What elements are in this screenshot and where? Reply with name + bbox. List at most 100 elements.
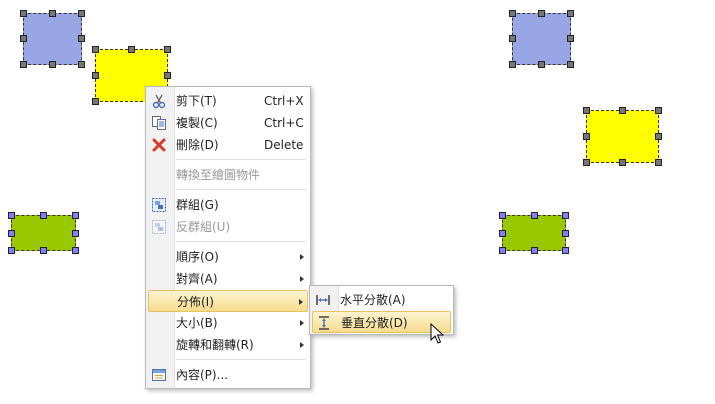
menu-item-label: 分佈(I) <box>177 295 214 309</box>
green-rectangle-left[interactable] <box>11 215 76 251</box>
menu-item-label: 複製(C) <box>176 116 218 130</box>
menu-item-shortcut: Ctrl+C <box>264 116 304 130</box>
menu-separator <box>176 159 306 160</box>
selection-handle[interactable] <box>92 46 99 53</box>
selection-handle[interactable] <box>655 107 662 114</box>
selection-handle[interactable] <box>92 72 99 79</box>
selection-handle[interactable] <box>72 230 79 237</box>
selection-handle[interactable] <box>20 61 27 68</box>
selection-handle[interactable] <box>538 61 545 68</box>
selection-handle[interactable] <box>49 10 56 17</box>
selection-handle[interactable] <box>509 10 516 17</box>
menu-item-label: 對齊(A) <box>176 272 218 286</box>
menu-item-label: 轉換至繪圖物件 <box>176 168 261 182</box>
menu-item-distribute-horizontal[interactable]: 水平分散(A) <box>312 289 451 311</box>
selection-handle[interactable] <box>8 212 15 219</box>
menu-item-label: 內容(P)... <box>176 368 229 382</box>
menu-item-size[interactable]: 大小(B) <box>148 312 308 334</box>
blue-rectangle-right[interactable] <box>512 13 571 65</box>
properties-icon <box>152 369 166 381</box>
menu-item-delete[interactable]: 刪除(D) Delete <box>148 134 308 156</box>
menu-item-label: 反群組(U) <box>176 220 231 234</box>
menu-item-shortcut: Ctrl+X <box>264 94 304 108</box>
selection-handle[interactable] <box>72 247 79 254</box>
menu-item-label: 刪除(D) <box>176 138 219 152</box>
yellow-rectangle-right[interactable] <box>586 110 659 163</box>
selection-handle[interactable] <box>655 133 662 140</box>
menu-item-label: 剪下(T) <box>176 94 217 108</box>
selection-handle[interactable] <box>583 107 590 114</box>
selection-handle[interactable] <box>567 61 574 68</box>
ungroup-icon <box>152 220 166 234</box>
menu-separator <box>176 359 306 360</box>
selection-handle[interactable] <box>20 35 27 42</box>
selection-handle[interactable] <box>567 35 574 42</box>
selection-handle[interactable] <box>78 35 85 42</box>
menu-item-label: 大小(B) <box>176 316 218 330</box>
menu-item-distribute-vertical[interactable]: 垂直分散(D) <box>312 311 451 333</box>
selection-handle[interactable] <box>531 212 538 219</box>
selection-handle[interactable] <box>8 230 15 237</box>
selection-handle[interactable] <box>92 98 99 105</box>
selection-handle[interactable] <box>567 10 574 17</box>
distribute-vertical-icon <box>319 316 329 330</box>
selection-handle[interactable] <box>562 247 569 254</box>
menu-item-convert-to-drawing[interactable]: 轉換至繪圖物件 <box>148 164 308 186</box>
green-rectangle-right[interactable] <box>502 215 566 251</box>
submenu-arrow-icon <box>300 320 304 326</box>
selection-handle[interactable] <box>562 230 569 237</box>
menu-item-ungroup[interactable]: 反群組(U) <box>148 216 308 238</box>
menu-item-rotate-flip[interactable]: 旋轉和翻轉(R) <box>148 334 308 356</box>
distribute-horizontal-icon <box>316 295 330 305</box>
menu-item-label: 旋轉和翻轉(R) <box>176 338 254 352</box>
selection-handle[interactable] <box>619 159 626 166</box>
selection-handle[interactable] <box>499 230 506 237</box>
distribute-submenu: 水平分散(A) 垂直分散(D) <box>309 285 454 335</box>
selection-handle[interactable] <box>531 247 538 254</box>
selection-handle[interactable] <box>40 212 47 219</box>
selection-handle[interactable] <box>128 46 135 53</box>
menu-item-label: 群組(G) <box>176 198 219 212</box>
selection-handle[interactable] <box>72 212 79 219</box>
selection-handle[interactable] <box>78 61 85 68</box>
menu-item-order[interactable]: 順序(O) <box>148 246 308 268</box>
submenu-arrow-icon <box>300 342 304 348</box>
group-icon <box>152 198 166 212</box>
selection-handle[interactable] <box>538 10 545 17</box>
selection-handle[interactable] <box>655 159 662 166</box>
selection-handle[interactable] <box>164 46 171 53</box>
menu-item-align[interactable]: 對齊(A) <box>148 268 308 290</box>
delete-x-icon <box>152 138 166 152</box>
selection-handle[interactable] <box>40 247 47 254</box>
context-menu: 剪下(T) Ctrl+X 複製(C) Ctrl+C 刪除(D) Delete 轉… <box>145 86 311 389</box>
submenu-arrow-icon <box>299 299 303 305</box>
menu-item-distribute[interactable]: 分佈(I) <box>148 290 308 312</box>
submenu-arrow-icon <box>300 276 304 282</box>
selection-handle[interactable] <box>20 10 27 17</box>
selection-handle[interactable] <box>499 212 506 219</box>
menu-item-group[interactable]: 群組(G) <box>148 194 308 216</box>
selection-handle[interactable] <box>509 35 516 42</box>
menu-item-copy[interactable]: 複製(C) Ctrl+C <box>148 112 308 134</box>
submenu-arrow-icon <box>300 254 304 260</box>
menu-separator <box>176 241 306 242</box>
selection-handle[interactable] <box>583 133 590 140</box>
selection-handle[interactable] <box>78 10 85 17</box>
menu-item-cut[interactable]: 剪下(T) Ctrl+X <box>148 90 308 112</box>
selection-handle[interactable] <box>49 61 56 68</box>
mouse-pointer-icon <box>430 323 444 344</box>
menu-item-shortcut: Delete <box>264 138 304 152</box>
selection-handle[interactable] <box>509 61 516 68</box>
selection-handle[interactable] <box>562 212 569 219</box>
selection-handle[interactable] <box>619 107 626 114</box>
selection-handle[interactable] <box>164 72 171 79</box>
menu-icon-gutter <box>146 87 175 388</box>
selection-handle[interactable] <box>583 159 590 166</box>
selection-handle[interactable] <box>499 247 506 254</box>
selection-handle[interactable] <box>8 247 15 254</box>
menu-item-properties[interactable]: 內容(P)... <box>148 364 308 386</box>
menu-separator <box>176 189 306 190</box>
menu-item-label: 垂直分散(D) <box>341 316 408 330</box>
blue-rectangle-left[interactable] <box>23 13 82 65</box>
scissors-icon <box>152 94 166 109</box>
